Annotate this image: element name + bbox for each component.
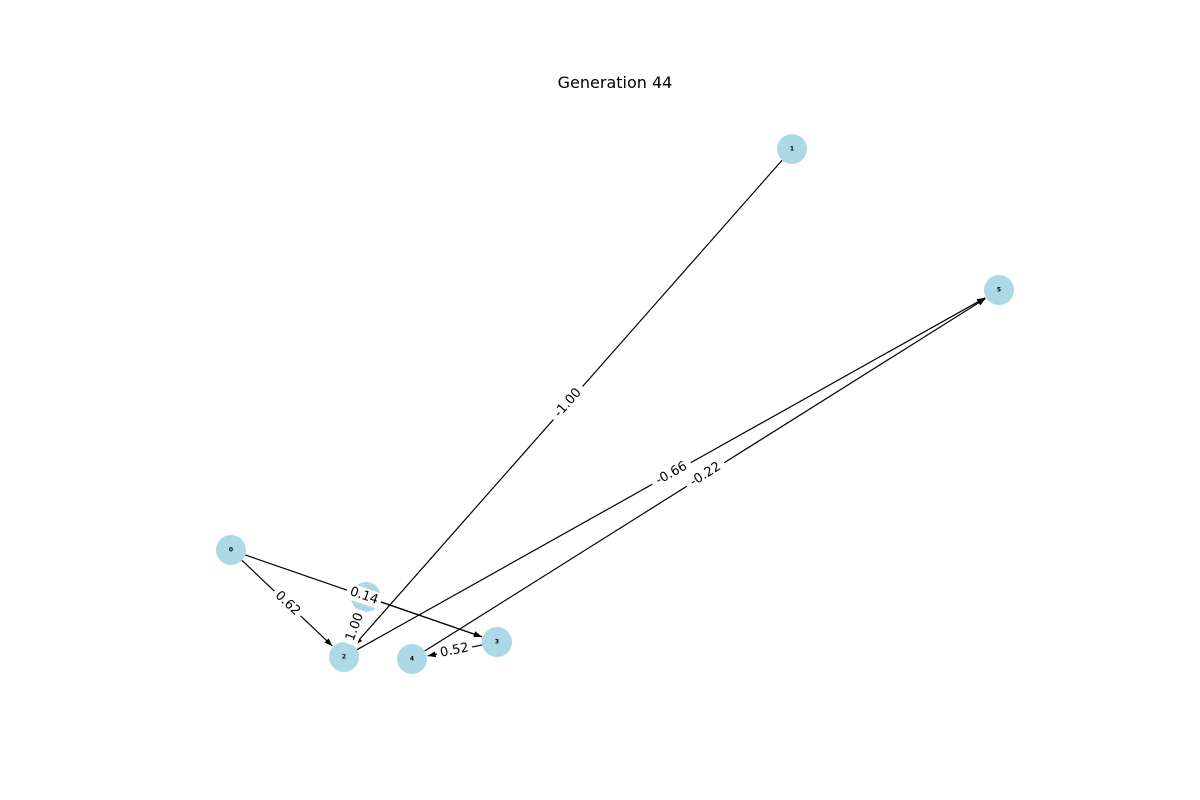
edge-label-group-3-4: 0.52 xyxy=(435,639,474,662)
edge-label-background xyxy=(344,582,384,610)
node-5 xyxy=(984,275,1014,305)
edge-label-background xyxy=(341,607,369,647)
edge-arrowhead-3-4 xyxy=(427,651,437,658)
edge-arrowhead-6-3 xyxy=(473,631,482,638)
node-label-2: 2 xyxy=(342,654,346,661)
graph-title: Generation 44 xyxy=(558,73,673,92)
edge-label: -0.66 xyxy=(653,459,690,489)
edge-label-background xyxy=(648,455,695,492)
nodes-layer: 0123456 xyxy=(216,134,1014,674)
edge-label-background xyxy=(682,456,729,493)
edge-label-background xyxy=(547,381,589,425)
node-label-5: 5 xyxy=(997,287,1001,294)
node-0 xyxy=(216,535,246,565)
node-2 xyxy=(329,642,359,672)
edge-label-background xyxy=(435,639,474,662)
node-label-1: 1 xyxy=(790,146,794,153)
edge-label-group-2-6: 1.00 xyxy=(341,607,369,647)
edge-label-background xyxy=(268,585,307,622)
node-label-0: 0 xyxy=(229,547,233,554)
node-label-3: 3 xyxy=(495,639,499,646)
edges-layer xyxy=(241,159,986,658)
node-4 xyxy=(397,644,427,674)
edge-label: 0.52 xyxy=(439,640,470,660)
edge-label: -0.22 xyxy=(687,459,723,490)
node-1 xyxy=(777,134,807,164)
edge-arrowhead-0-2 xyxy=(324,638,333,646)
edge-label-group-1-2: -1.00 xyxy=(547,381,589,425)
edge-arrowhead-4-5 xyxy=(977,298,986,306)
node-3 xyxy=(482,627,512,657)
edge-6-3 xyxy=(379,601,483,638)
node-label-4: 4 xyxy=(410,656,414,663)
